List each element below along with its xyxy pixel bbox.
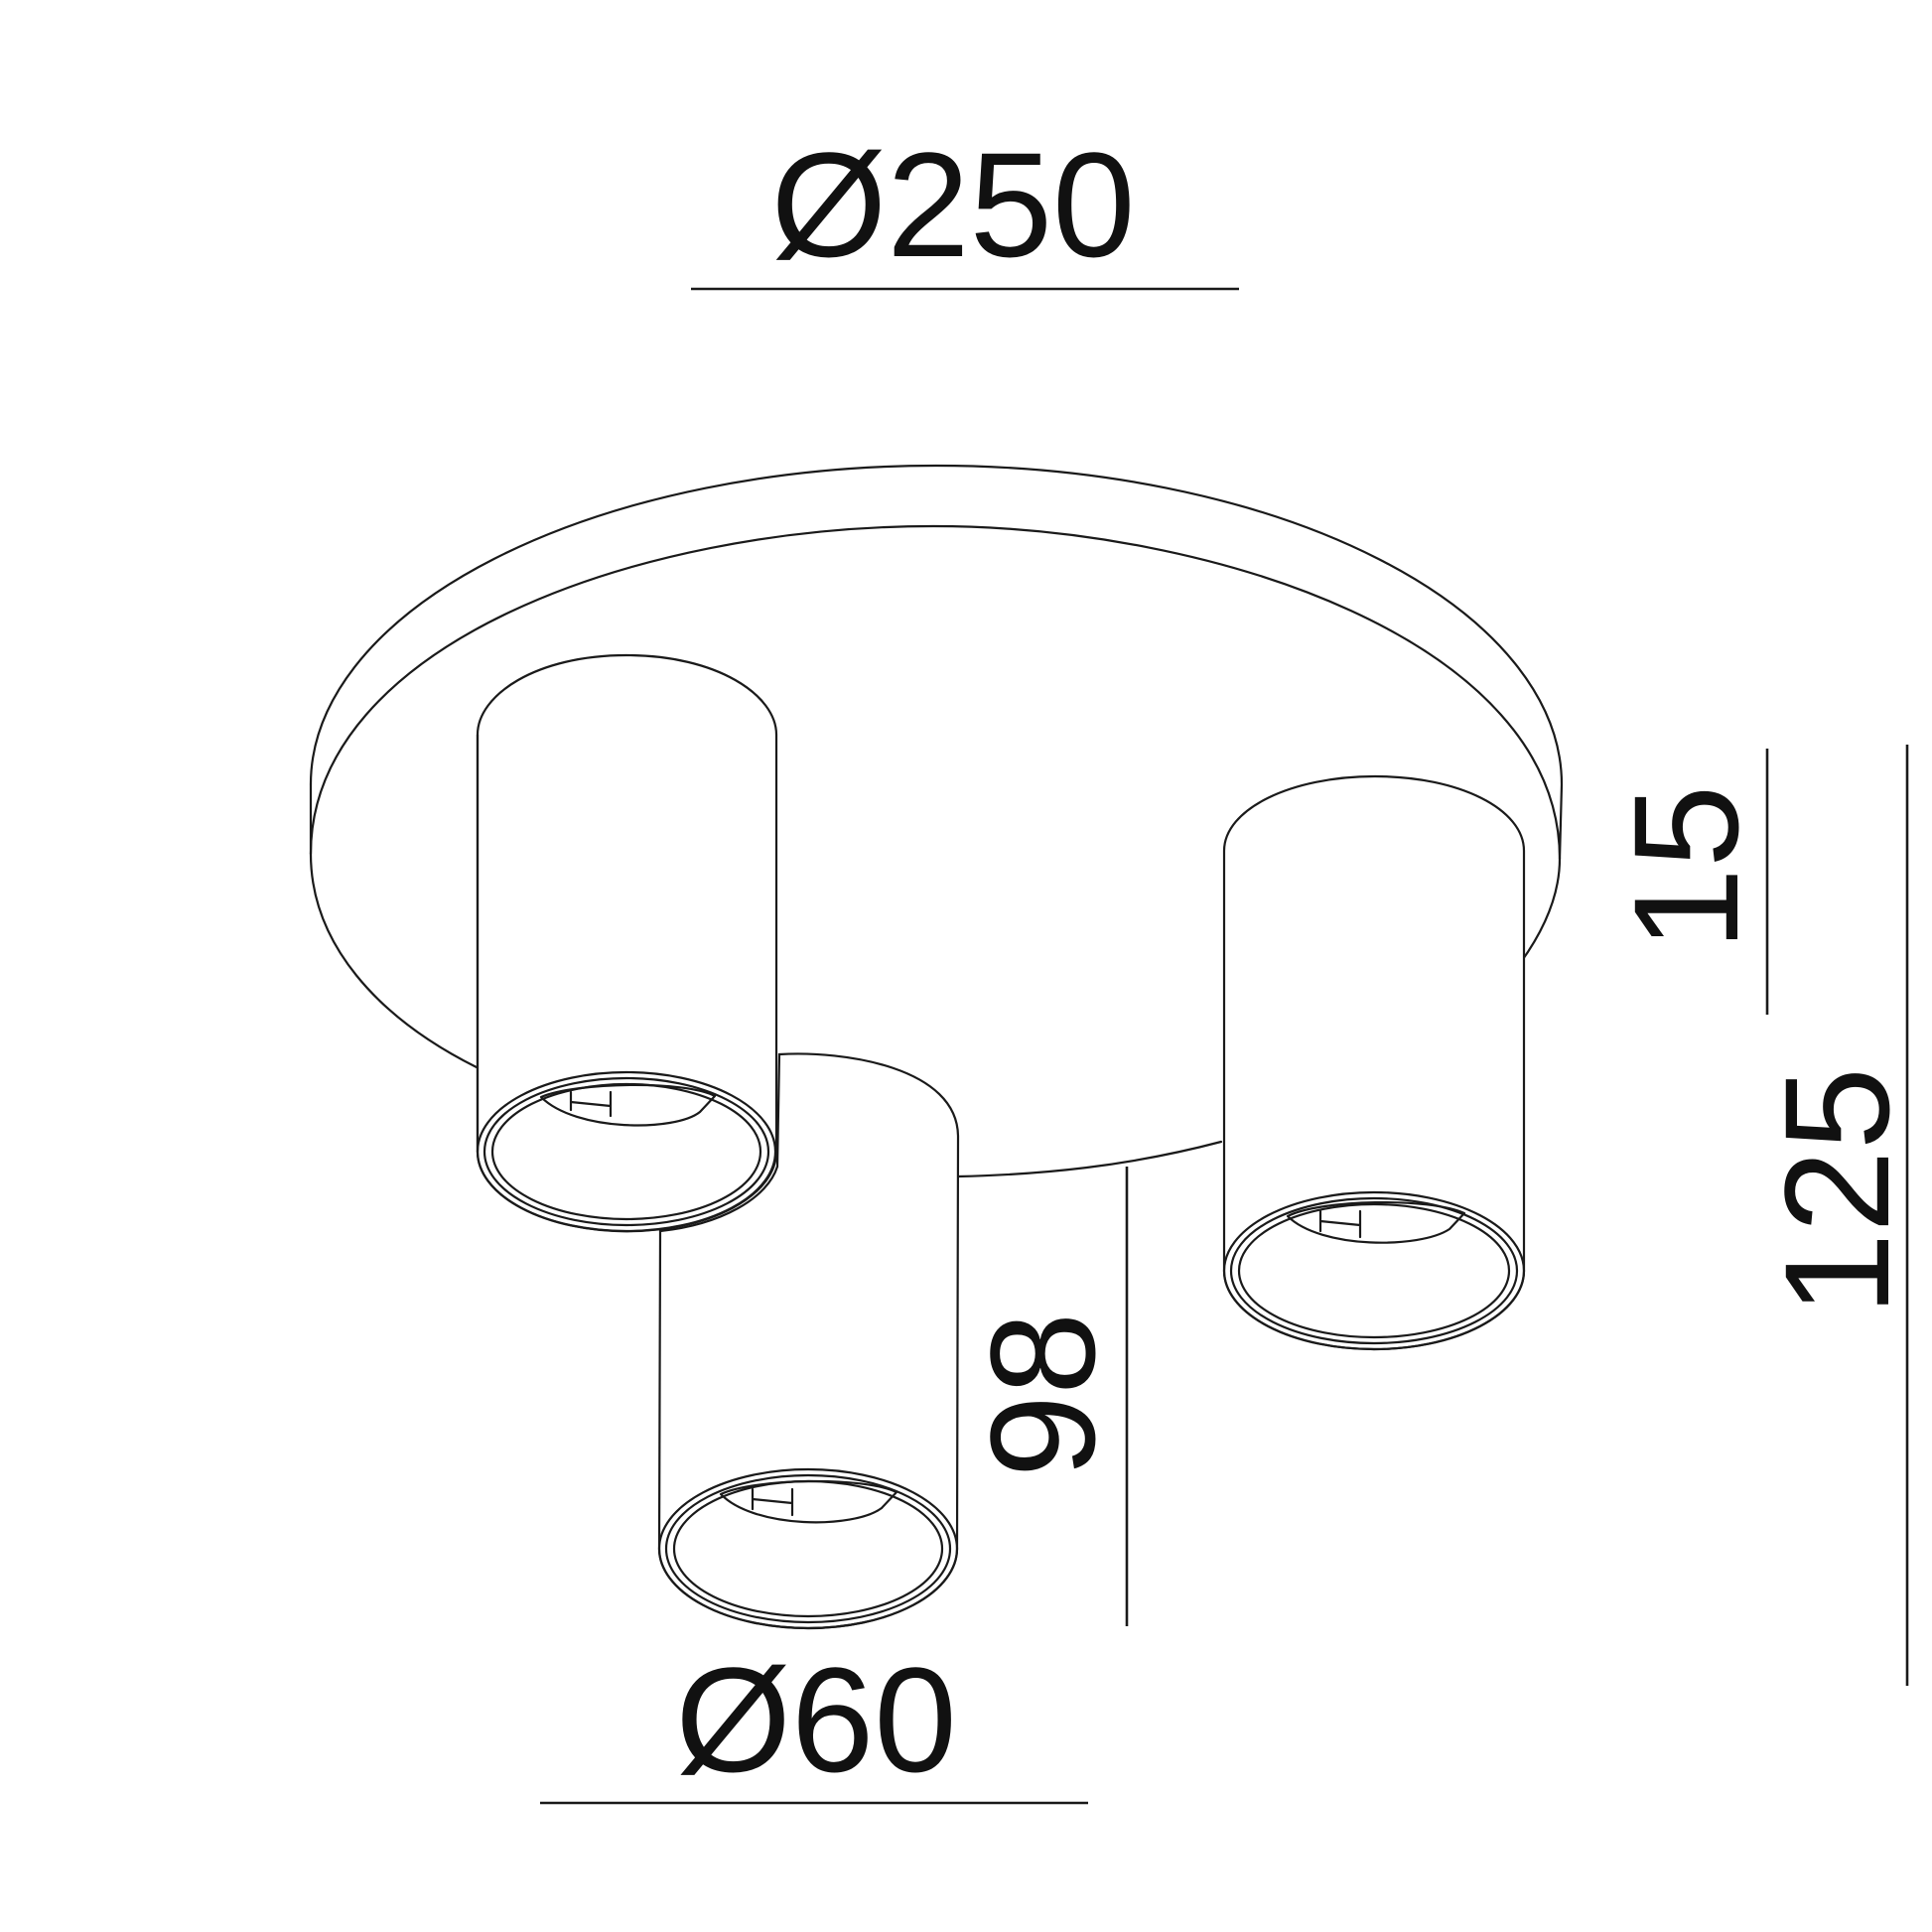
spotlight-left: [476, 653, 778, 1233]
base-front-center: [956, 1140, 1223, 1178]
base-bottom-rim: [309, 524, 1562, 861]
spot-front-opening: [657, 1467, 959, 1630]
spot-right-opening: [1222, 1190, 1526, 1351]
spot-right-reflector: [1286, 1201, 1466, 1244]
label-base-height: 15: [1602, 785, 1769, 951]
base-front-right: [1519, 857, 1562, 964]
spot-left-body: [476, 653, 778, 1233]
spotlight-front: [657, 1052, 960, 1630]
spot-right-body: [1222, 774, 1526, 1351]
base-plate: [309, 464, 1564, 1178]
label-spot-diameter: Ø60: [675, 1636, 957, 1803]
label-overall-height: 125: [1753, 1067, 1920, 1315]
base-top-rim: [309, 464, 1564, 861]
label-spot-length: 98: [959, 1312, 1126, 1478]
spot-left-reflector: [539, 1083, 717, 1127]
label-base-diameter: Ø250: [771, 121, 1136, 288]
base-front-left: [309, 852, 479, 1069]
spot-front-reflector: [719, 1479, 898, 1524]
spotlight-right: [1222, 774, 1526, 1351]
spot-left-opening: [476, 1070, 777, 1233]
